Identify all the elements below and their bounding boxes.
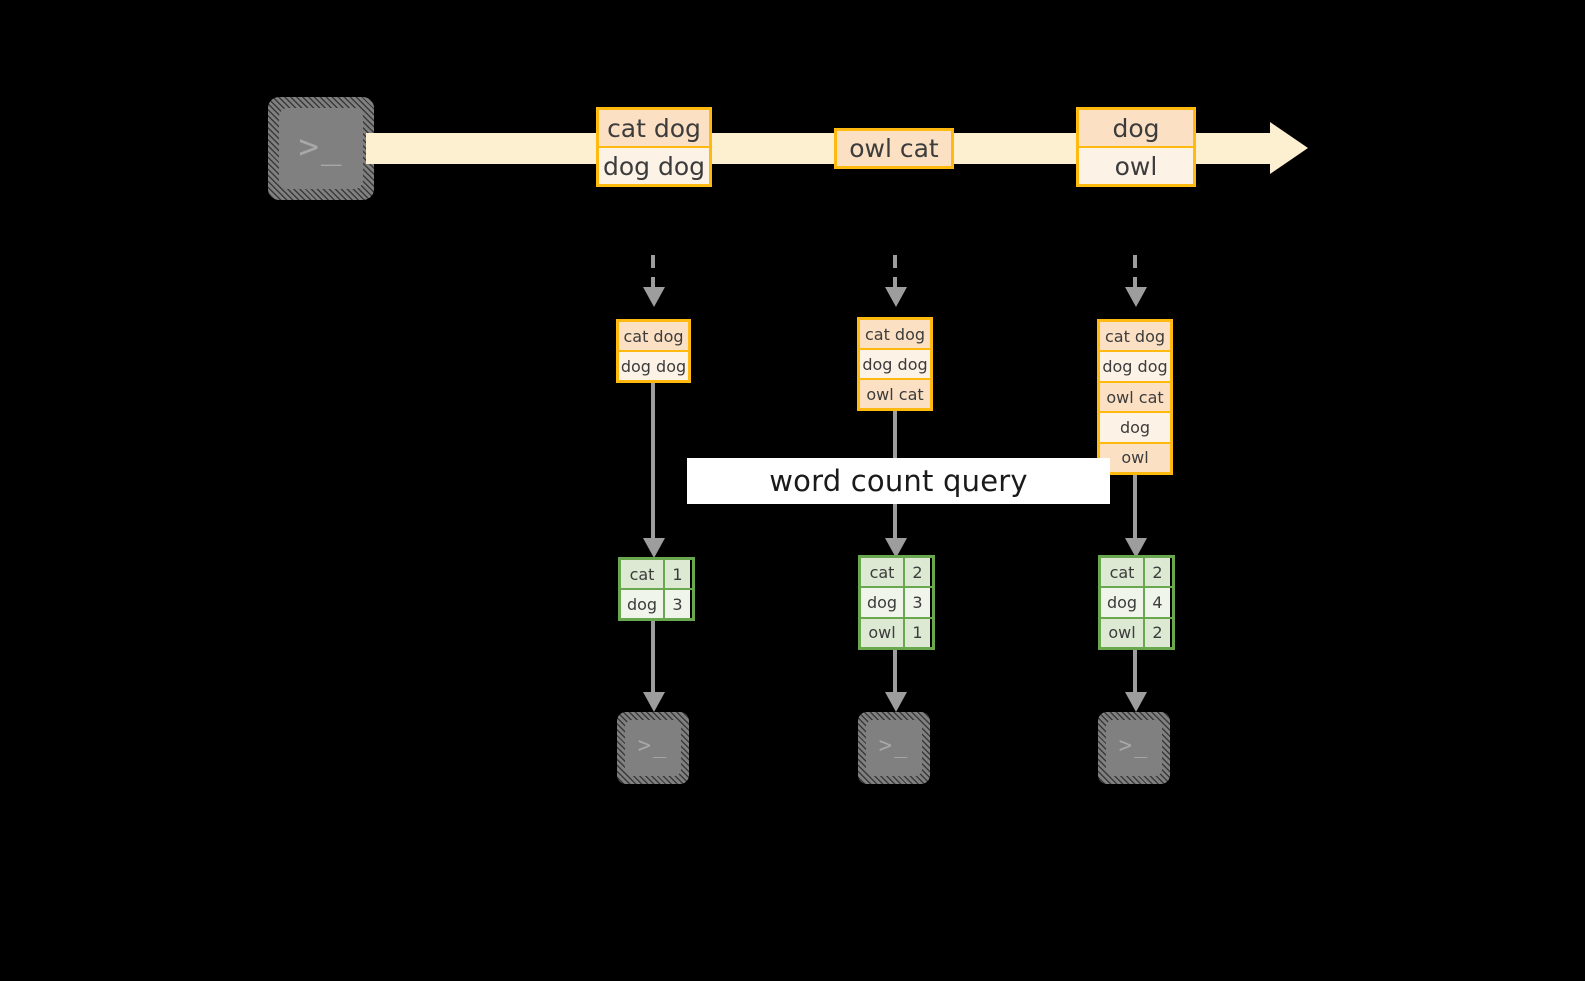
snapshot-3-sink-line	[1133, 650, 1137, 697]
result-word: dog	[861, 588, 905, 617]
result-word: cat	[861, 558, 905, 587]
result-row: cat 1	[621, 560, 692, 590]
buffer-line: owl cat	[860, 380, 930, 408]
snapshot-1-result-table: cat 1 dog 3	[618, 557, 695, 621]
record-line: owl	[1079, 148, 1193, 184]
snapshot-3-tap-arrowhead	[1125, 287, 1147, 307]
result-count: 3	[665, 590, 690, 618]
snapshot-2-tap-arrowhead	[885, 287, 907, 307]
snapshot-2-sink-arrowhead	[885, 692, 907, 712]
stream-record-3: dog owl	[1076, 107, 1196, 187]
snapshot-3-sink-terminal-icon: >_	[1098, 712, 1170, 784]
terminal-prompt-glyph: >_	[637, 733, 669, 759]
result-row: owl 1	[861, 618, 932, 647]
buffer-line: cat dog	[860, 320, 930, 350]
record-line: cat dog	[599, 110, 709, 148]
result-row: owl 2	[1101, 618, 1172, 647]
buffer-line: dog	[1100, 413, 1170, 444]
snapshot-2-result-table: cat 2 dog 3 owl 1	[858, 555, 935, 650]
result-count: 4	[1145, 588, 1170, 617]
result-count: 2	[905, 558, 930, 587]
snapshot-1-sink-arrowhead	[643, 692, 665, 712]
query-label-band: word count query	[687, 458, 1110, 504]
result-word: cat	[621, 560, 665, 588]
snapshot-3-result-table: cat 2 dog 4 owl 2	[1098, 555, 1175, 650]
snapshot-2-sink-terminal-icon: >_	[858, 712, 930, 784]
snapshot-1-buffer: cat dog dog dog	[616, 319, 691, 383]
buffer-line: cat dog	[619, 322, 688, 352]
result-word: cat	[1101, 558, 1145, 587]
snapshot-1-query-line	[651, 383, 655, 543]
query-label-text: word count query	[769, 464, 1028, 498]
result-row: cat 2	[1101, 558, 1172, 589]
result-word: dog	[621, 590, 665, 618]
result-row: dog 3	[861, 588, 932, 619]
result-count: 2	[1145, 618, 1170, 647]
snapshot-2-query-arrowhead	[885, 538, 907, 558]
snapshot-1-sink-terminal-icon: >_	[617, 712, 689, 784]
snapshot-3-sink-arrowhead	[1125, 692, 1147, 712]
record-line: owl cat	[837, 131, 951, 166]
snapshot-1-sink-line	[651, 621, 655, 697]
buffer-line: owl	[1100, 443, 1170, 473]
result-count: 2	[1145, 558, 1170, 587]
terminal-screen	[1106, 720, 1162, 776]
stream-arrow-head	[1270, 122, 1308, 174]
buffer-line: owl cat	[1100, 382, 1170, 414]
terminal-prompt-glyph: >_	[878, 733, 910, 759]
result-row: cat 2	[861, 558, 932, 589]
buffer-line: cat dog	[1100, 322, 1170, 353]
result-word: owl	[1101, 618, 1145, 647]
terminal-screen	[625, 720, 681, 776]
stream-record-1: cat dog dog dog	[596, 107, 712, 187]
result-count: 1	[665, 560, 690, 588]
source-terminal-icon: >_	[268, 97, 374, 200]
snapshot-3-buffer: cat dog dog dog owl cat dog owl	[1097, 319, 1173, 475]
snapshot-3-query-line	[1133, 475, 1137, 543]
snapshot-3-tap-line	[1133, 255, 1137, 289]
snapshot-3-query-arrowhead	[1125, 538, 1147, 558]
terminal-screen	[866, 720, 922, 776]
buffer-line: dog dog	[860, 350, 930, 380]
result-row: dog 4	[1101, 588, 1172, 619]
record-line: dog	[1079, 110, 1193, 148]
record-line: dog dog	[599, 148, 709, 184]
stream-record-2: owl cat	[834, 128, 954, 169]
snapshot-1-tap-line	[651, 255, 655, 289]
snapshot-1-tap-arrowhead	[643, 287, 665, 307]
result-word: owl	[861, 618, 905, 647]
terminal-prompt-glyph: >_	[1118, 733, 1150, 759]
snapshot-2-sink-line	[893, 650, 897, 697]
result-count: 3	[905, 588, 930, 617]
result-row: dog 3	[621, 590, 692, 618]
buffer-line: dog dog	[1100, 352, 1170, 383]
snapshot-2-tap-line	[893, 255, 897, 289]
terminal-prompt-glyph: >_	[298, 126, 344, 167]
snapshot-2-buffer: cat dog dog dog owl cat	[857, 317, 933, 411]
terminal-screen	[279, 108, 363, 189]
buffer-line: dog dog	[619, 352, 688, 380]
result-count: 1	[905, 618, 930, 647]
snapshot-1-query-arrowhead	[643, 538, 665, 558]
result-word: dog	[1101, 588, 1145, 617]
